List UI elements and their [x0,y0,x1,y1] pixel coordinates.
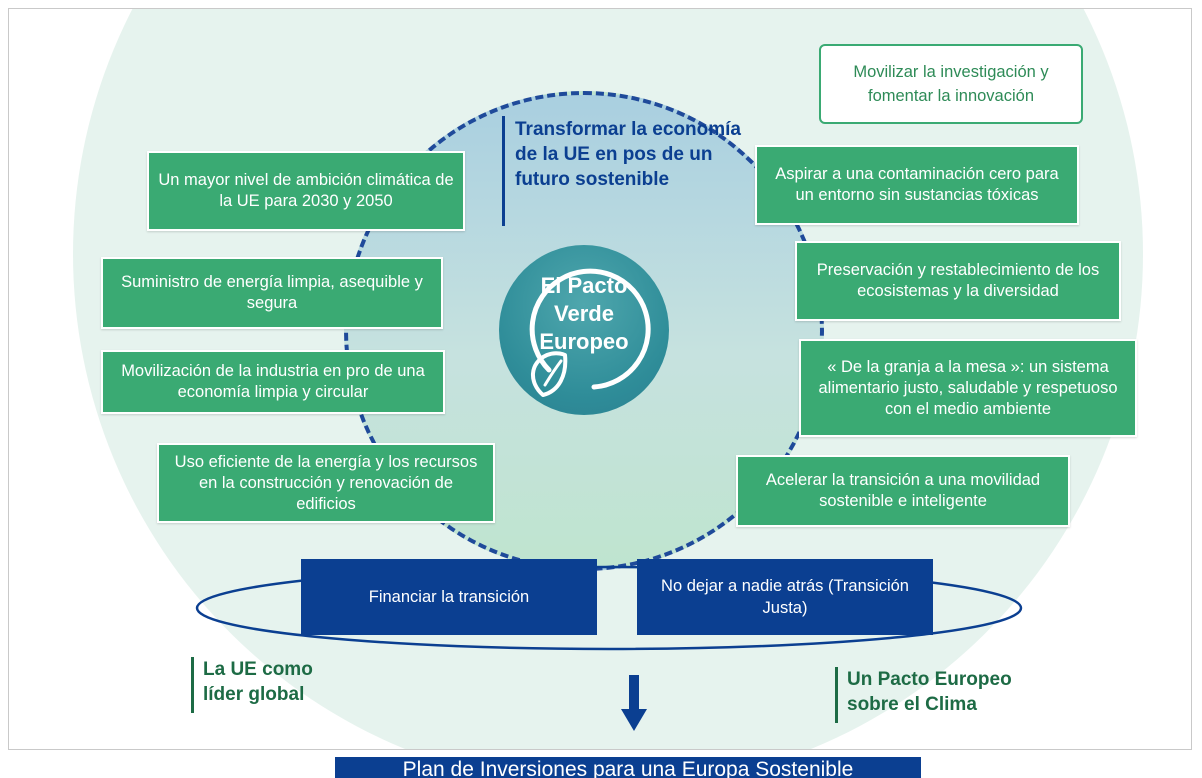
heading-bar [502,116,505,226]
box-granja-mesa: « De la granja a la mesa »: un sistema a… [799,339,1137,437]
left-heading-bar [191,657,194,713]
box-ambicion-climatica: Un mayor nivel de ambición climática de … [147,151,465,231]
right-heading: Un Pacto Europeo sobre el Clima [847,669,1012,715]
left-heading: La UE como líder global [203,659,313,705]
center-ring-arc [529,268,651,397]
footer-banner: Plan de Inversiones para una Europa Sost… [335,757,921,778]
box-financiar-transicion: Financiar la transición [301,559,597,635]
box-eficiencia-edificios: Uso eficiente de la energía y los recurs… [157,443,495,523]
center-title: El Pacto Verde Europeo [539,273,629,354]
box-ecosistemas: Preservación y restablecimiento de los e… [795,241,1121,321]
box-investigacion-innovacion: Movilizar la investigación y fomentar la… [819,44,1083,124]
down-arrow-icon [621,675,647,731]
box-energia-limpia: Suministro de energía limpia, asequible … [101,257,443,329]
box-movilidad-sostenible: Acelerar la transición a una movilidad s… [736,455,1070,527]
leaf-icon [531,351,568,397]
box-contaminacion-cero: Aspirar a una contaminación cero para un… [755,145,1079,225]
right-heading-bar [835,667,838,723]
box-industria-circular: Movilización de la industria en pro de u… [101,350,445,414]
box-transicion-justa: No dejar a nadie atrás (Transición Justa… [637,559,933,635]
foundation-ellipse [195,565,1023,651]
top-heading: Transformar la economía de la UE en pos … [515,119,741,190]
diagram-frame: Transformar la economía de la UE en pos … [8,8,1192,750]
